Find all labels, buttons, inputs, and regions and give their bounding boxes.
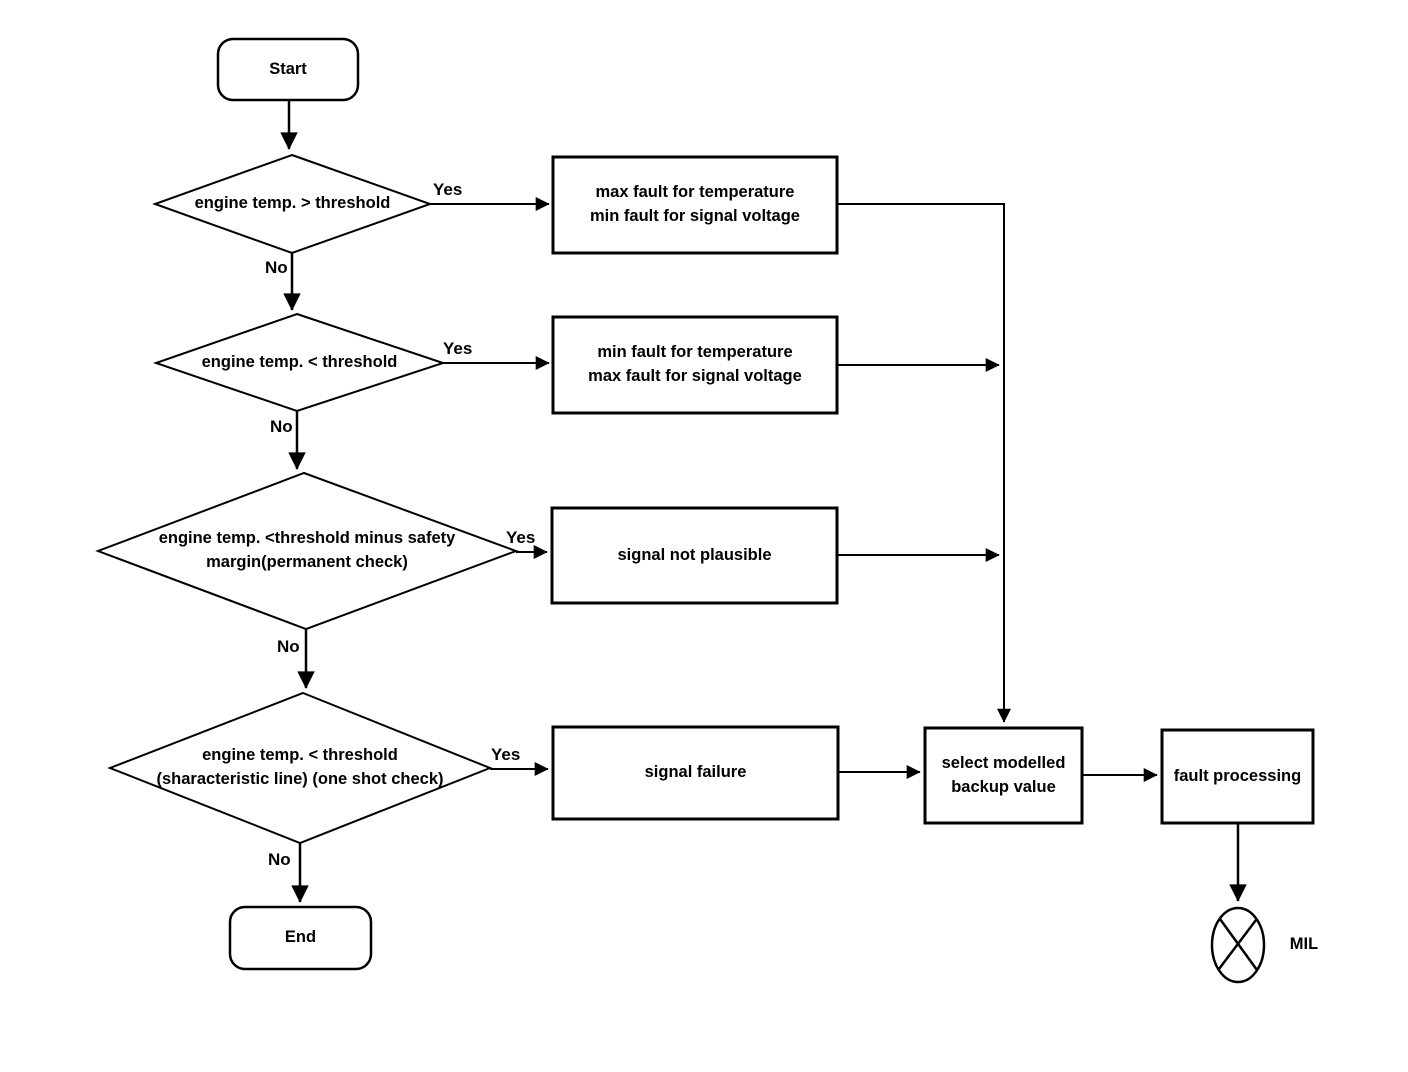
fault-processing-label: fault processing <box>1173 766 1302 785</box>
select-backup-box <box>923 726 1084 825</box>
edge-label-yes4: Yes <box>491 745 521 764</box>
process1-label: max fault for temperature min fault for … <box>590 183 800 225</box>
decision1-label: engine temp. > threshold <box>194 194 391 213</box>
edge-label-no1: No <box>265 258 288 277</box>
edge-label-yes3: Yes <box>506 528 536 547</box>
decision2-label: engine temp. < threshold <box>201 352 398 371</box>
edge-label-no2: No <box>270 417 293 436</box>
select-backup-label: select modelled backup value <box>941 753 1066 796</box>
process3-box <box>550 506 839 605</box>
process4-box <box>551 725 840 821</box>
decision3-label: engine temp. <threshold minus safety mar… <box>158 529 456 571</box>
process1-box <box>551 155 839 255</box>
end-label: End <box>284 928 317 947</box>
process3-label: signal not plausible <box>617 545 772 564</box>
edge-process1-trunk-to-select <box>837 203 1011 723</box>
edge-label-no3: No <box>277 637 300 656</box>
mil-label: MIL <box>1289 935 1319 954</box>
end-terminator <box>228 905 373 971</box>
edge-label-yes1: Yes <box>433 180 463 199</box>
edge-label-yes2: Yes <box>443 339 473 358</box>
process2-box <box>551 315 839 415</box>
process2-label: min fault for temperature max fault for … <box>588 343 802 385</box>
edge-label-no4: No <box>268 850 291 869</box>
decision4-label: engine temp. < threshold (sharacteristic… <box>156 746 444 788</box>
fault-processing-box <box>1160 728 1315 825</box>
mil-lamp-cross-stroke2 <box>1218 919 1257 970</box>
process4-label: signal failure <box>644 763 747 782</box>
start-label: Start <box>269 59 307 78</box>
